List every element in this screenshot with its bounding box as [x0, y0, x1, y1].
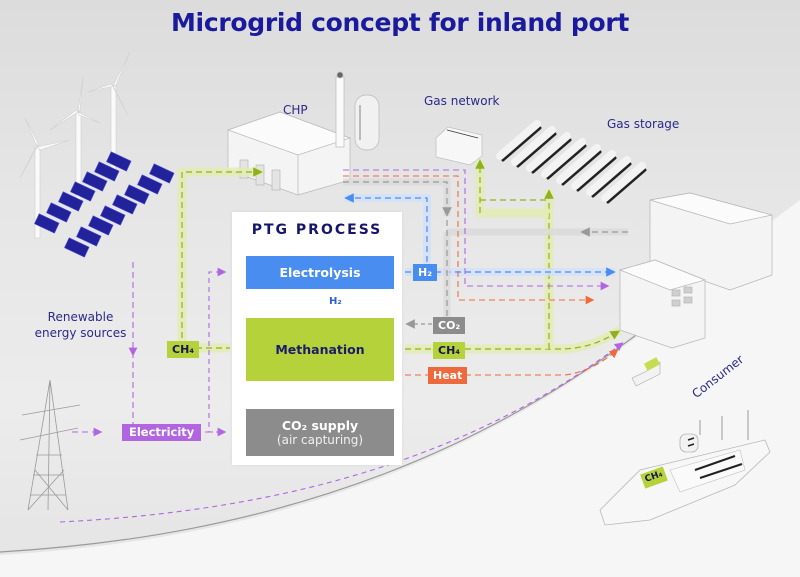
wind-turbines-icon: [19, 51, 131, 239]
consumer-factory-icon: [618, 192, 773, 349]
heat-output-tag: Heat: [428, 367, 468, 384]
truck-icon: [631, 357, 661, 387]
gas-network-label: Gas network: [424, 94, 500, 108]
co2-supply-sublabel: (air capturing): [276, 433, 364, 447]
chp-label: CHP: [283, 103, 308, 117]
methanation-label: Methanation: [275, 342, 365, 357]
heat-flow-lines: [343, 175, 619, 376]
gas-storage-tank-bodies: [496, 120, 646, 202]
electricity-flow-lines: [59, 169, 624, 523]
renewable-energy-label-line2: energy sources: [34, 326, 127, 340]
ptg-process-title: PTG PROCESS: [251, 222, 383, 238]
electricity-tag: Electricity: [122, 424, 202, 441]
methane-flow-lines: [177, 159, 623, 354]
renewable-energy-label: Renewable energy sources: [28, 309, 133, 341]
ch4-left-tag: CH₄: [167, 341, 200, 358]
internal-h2-label: H₂: [329, 296, 342, 307]
gas-network-icon: [435, 126, 483, 166]
gas-storage-label: Gas storage: [607, 117, 680, 131]
ship-icon: [599, 410, 771, 526]
co2-flow-lines: [313, 178, 628, 404]
power-pylon-icon: [19, 379, 81, 511]
electrolysis-label: Electrolysis: [279, 265, 361, 280]
electrolysis-box: Electrolysis: [246, 256, 394, 289]
gas-storage-icon: [501, 126, 647, 204]
ch4-output-tag: CH₄: [433, 342, 466, 359]
renewable-energy-label-line1: Renewable: [47, 310, 114, 324]
co2-input-tag: CO₂: [433, 317, 466, 334]
solar-panels-icon: [34, 151, 175, 258]
co2-supply-label: CO₂ supply: [281, 418, 359, 433]
h2-output-tag: H₂: [413, 264, 438, 281]
diagram-title: Microgrid concept for inland port: [170, 8, 630, 37]
methanation-box: Methanation: [246, 318, 394, 381]
co2-supply-box: CO₂ supply (air capturing): [246, 409, 394, 456]
